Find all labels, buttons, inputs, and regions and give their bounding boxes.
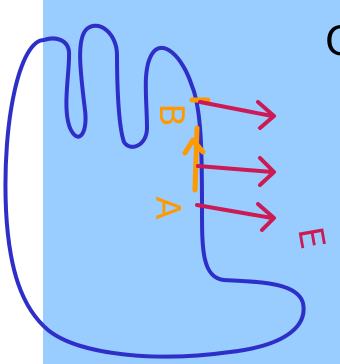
- label-b: B: [151, 103, 191, 126]
- field-arrow-top: [200, 102, 274, 128]
- label-e: E: [289, 224, 332, 252]
- source-arrow-shaft: [195, 128, 197, 190]
- field-arrow-bottom: [197, 204, 274, 230]
- label-a: A: [147, 196, 187, 219]
- hand-outline: [5, 26, 303, 357]
- field-arrow-middle: [198, 158, 274, 185]
- field-arrows: [197, 102, 274, 230]
